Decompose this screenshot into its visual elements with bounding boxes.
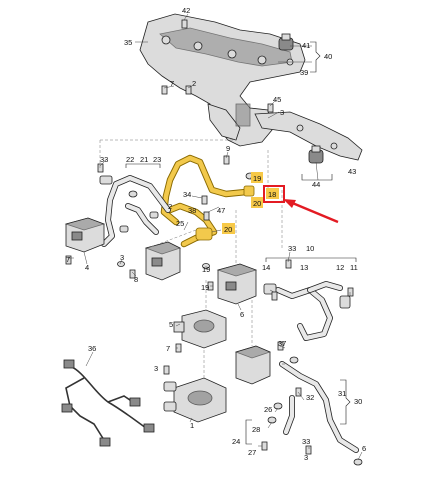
callout-8: 8 — [134, 275, 138, 284]
callout-19-lower: 19 — [202, 265, 210, 274]
callout-labels: 42 35 41 40 39 7 2 45 3 44 43 33 22 21 2… — [66, 6, 366, 462]
callout-37: 37 — [278, 339, 286, 348]
support-bracket — [254, 111, 363, 161]
callout-31: 31 — [338, 389, 346, 398]
callout-42: 42 — [182, 6, 190, 15]
callout-22: 22 — [126, 155, 134, 164]
callout-2-top: 2 — [192, 79, 196, 88]
valve-block-middle — [144, 241, 182, 281]
callout-23: 23 — [153, 155, 161, 164]
o-ring — [267, 416, 277, 424]
clamp — [99, 175, 113, 185]
wiring-harness — [61, 359, 155, 447]
callout-6-bottom: 6 — [362, 444, 366, 453]
pump-unit — [173, 309, 227, 349]
callout-24: 24 — [232, 437, 240, 446]
clamp — [149, 211, 159, 219]
callout-12: 12 — [336, 263, 344, 272]
callout-43: 43 — [348, 167, 356, 176]
callout-38: 38 — [188, 206, 196, 215]
callout-20-highlight — [251, 197, 263, 208]
callout-19-upper: 19 — [253, 174, 261, 183]
valve-block-right — [216, 263, 258, 305]
callout-20-lower-highlight — [222, 223, 235, 234]
coolant-pipe-right-lower — [279, 361, 359, 453]
callout-47: 47 — [217, 206, 225, 215]
callout-7-top: 7 — [170, 79, 174, 88]
callout-25: 25 — [176, 219, 184, 228]
callout-6-mid: 6 — [240, 310, 244, 319]
valve-block-left — [64, 217, 106, 253]
callout-33-right: 33 — [288, 244, 296, 253]
callout-33-left: 33 — [100, 155, 108, 164]
o-ring — [128, 190, 138, 198]
rubber-mount-top — [278, 33, 294, 51]
callout-40: 40 — [324, 52, 332, 61]
callout-26: 26 — [264, 405, 272, 414]
callout-34: 34 — [183, 190, 191, 199]
callout-7-mid: 7 — [166, 344, 170, 353]
highlight-marker — [263, 185, 339, 224]
callout-39: 39 — [300, 68, 308, 77]
coolant-pipe-right-upper — [275, 281, 343, 341]
auxiliary-pump — [163, 377, 227, 423]
callout-3-bottom: 3 — [304, 453, 308, 462]
callout-36: 36 — [88, 344, 96, 353]
callout-18: 18 — [268, 190, 276, 199]
callout-44: 44 — [312, 180, 320, 189]
connector — [339, 295, 351, 309]
callout-9: 9 — [226, 144, 230, 153]
callout-1: 1 — [190, 421, 194, 430]
callout-19-mid: 19 — [201, 283, 209, 292]
rubber-mount-right — [308, 145, 324, 164]
callout-4: 4 — [85, 263, 89, 272]
engine-bracket — [139, 13, 306, 147]
callout-28: 28 — [252, 425, 260, 434]
callout-32: 32 — [306, 393, 314, 402]
o-ring — [353, 458, 363, 466]
group-brackets — [125, 41, 357, 445]
callout-18-highlight — [266, 188, 279, 199]
callout-30: 30 — [354, 397, 362, 406]
callout-20-upper: 20 — [253, 199, 261, 208]
callout-3-pump: 3 — [154, 364, 158, 373]
callout-41: 41 — [302, 41, 310, 50]
callout-19-highlight — [251, 172, 263, 183]
leader-lines — [68, 13, 363, 461]
coolant-hose-left — [101, 175, 171, 247]
callout-27: 27 — [248, 448, 256, 457]
callout-20-lower: 20 — [224, 225, 232, 234]
callout-13: 13 — [300, 263, 308, 272]
callout-33-bottom: 33 — [302, 437, 310, 446]
callout-7-left: 7 — [66, 255, 70, 264]
callout-14: 14 — [262, 263, 270, 272]
sensor-block — [234, 345, 272, 385]
o-ring — [289, 356, 299, 364]
callout-11: 11 — [350, 263, 358, 272]
callout-35: 35 — [124, 38, 132, 47]
callout-3-left: 3 — [120, 253, 124, 262]
callout-5: 5 — [169, 320, 173, 329]
o-ring — [273, 402, 283, 410]
callout-45: 45 — [273, 95, 281, 104]
clamp — [119, 225, 129, 233]
callout-21: 21 — [140, 155, 148, 164]
callout-3-upper: 3 — [280, 108, 284, 117]
callout-10: 10 — [306, 244, 314, 253]
coolant-pipe-highlighted — [160, 154, 255, 248]
callout-2: 2 — [168, 202, 172, 211]
